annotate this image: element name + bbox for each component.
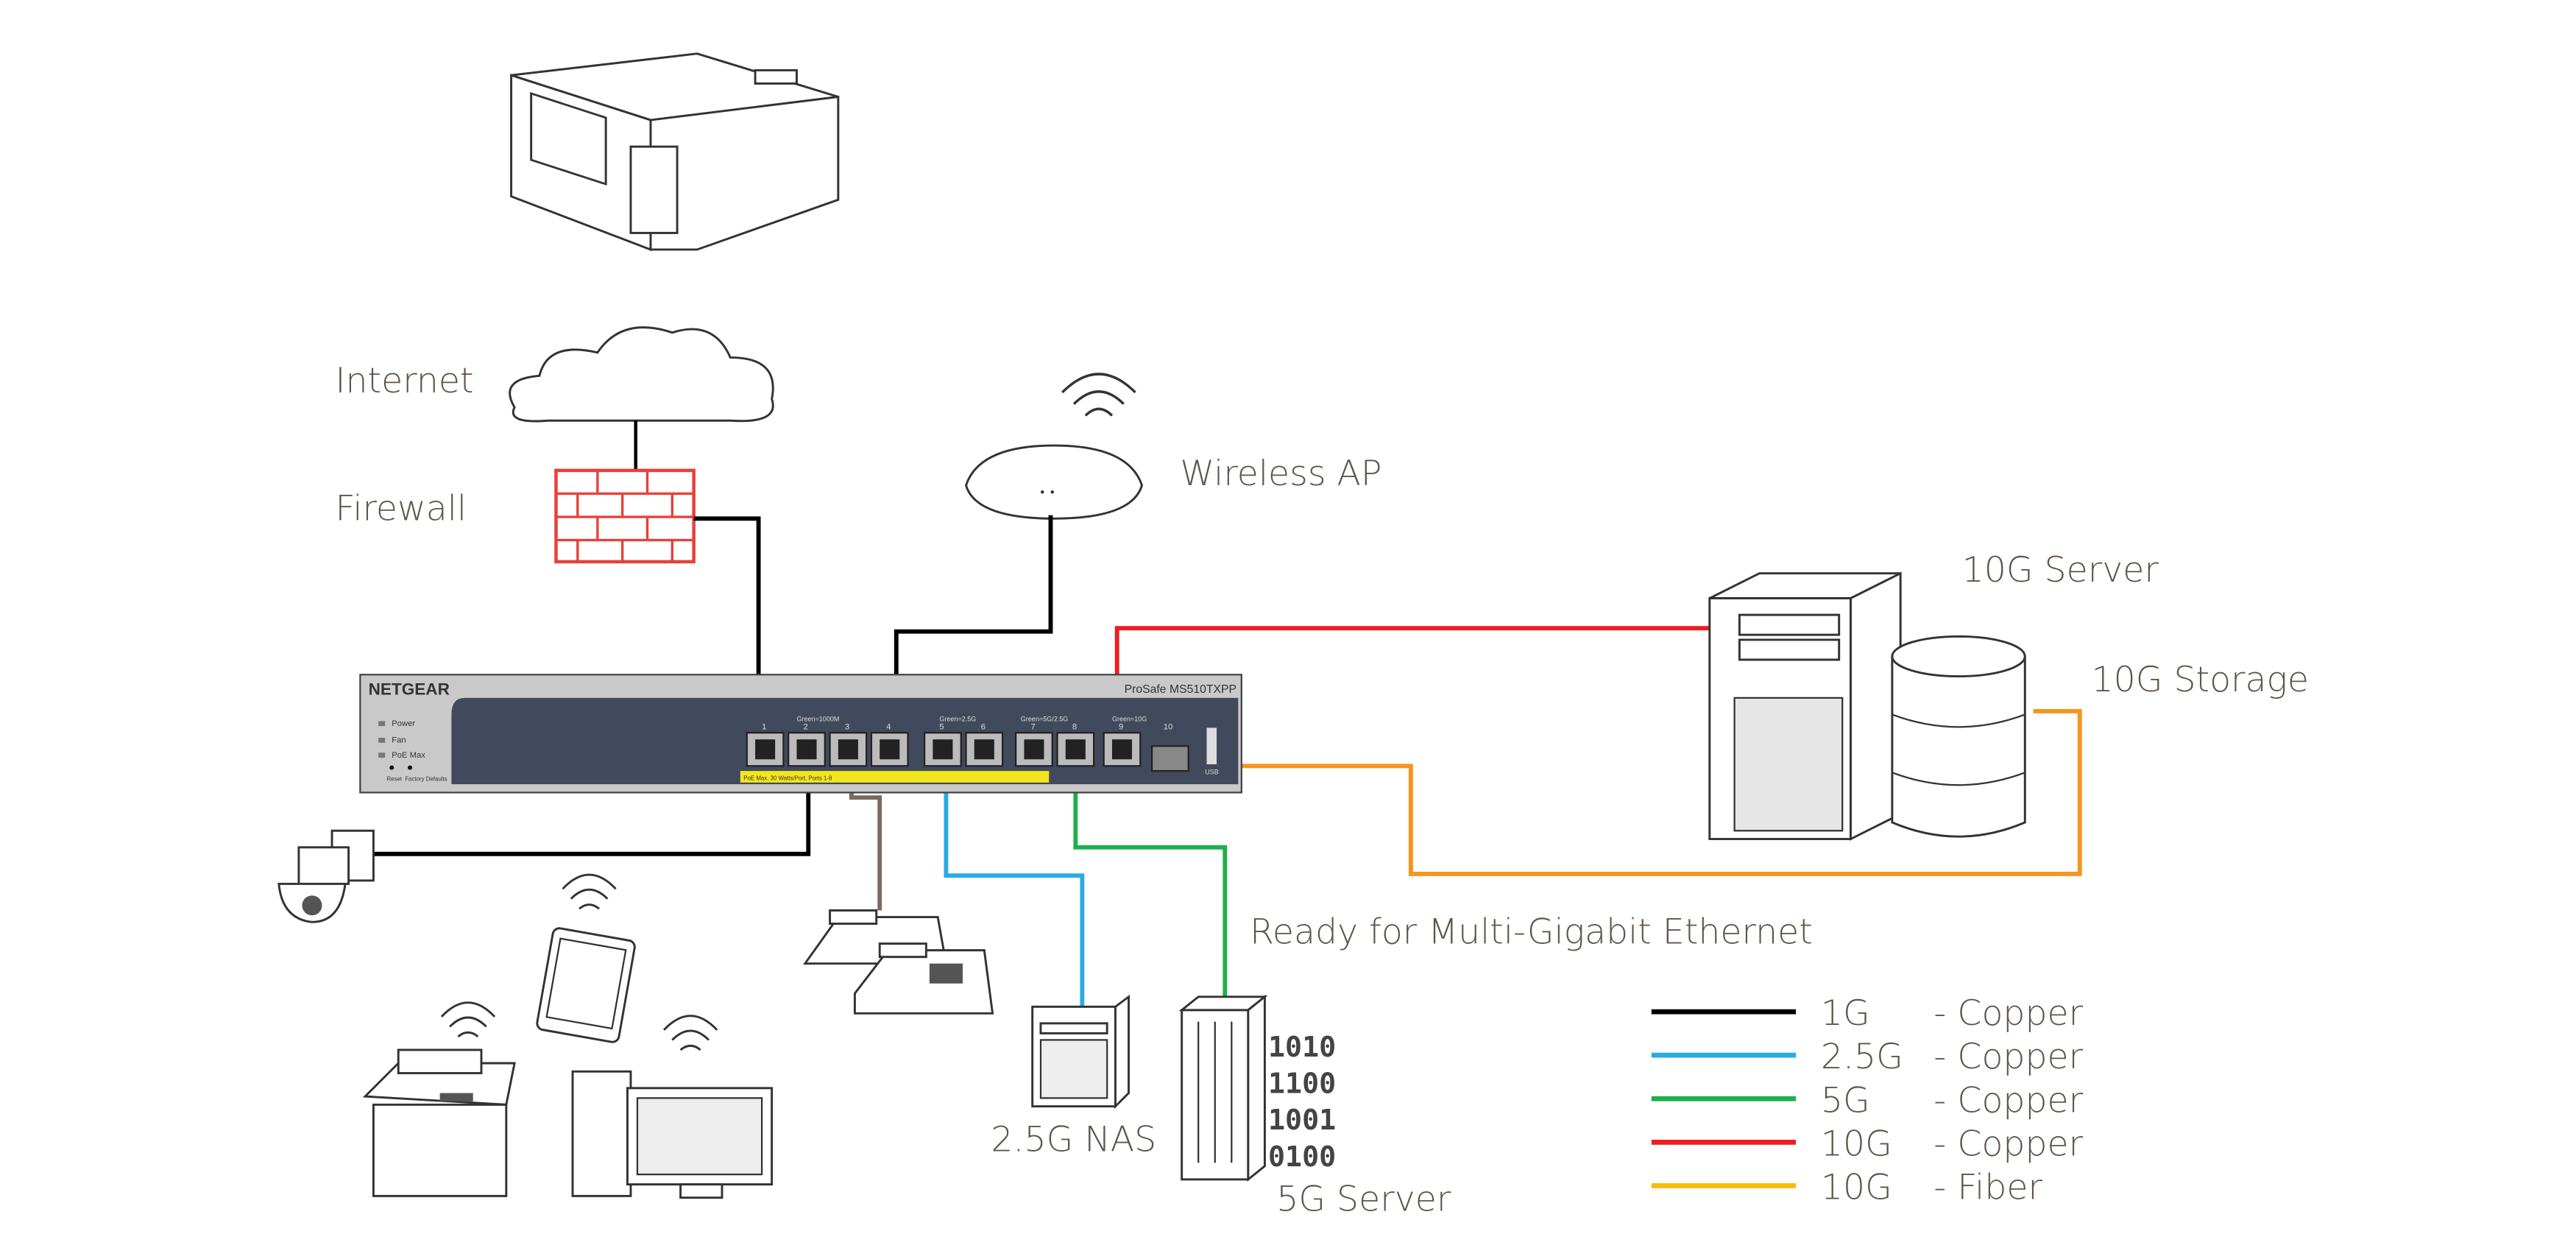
port-socket	[933, 739, 953, 760]
reset-button[interactable]	[389, 765, 394, 770]
led-power: Power	[392, 719, 415, 728]
usb-port[interactable]	[1206, 727, 1217, 765]
legend-speed: 10G	[1821, 1167, 1892, 1208]
server-5g-icon	[1178, 994, 1268, 1182]
ip-phone-icon	[802, 909, 994, 1015]
port-socket	[880, 739, 900, 760]
wireless-ap-label: Wireless AP	[1180, 454, 1381, 494]
binary-line: 1001	[1268, 1104, 1336, 1137]
nas-label: 2.5G NAS	[991, 1120, 1156, 1160]
server-5g-link	[1073, 761, 1228, 1001]
port-number: 9	[1119, 723, 1123, 732]
cloud-icon	[509, 326, 774, 423]
group-label-1: Green=1000M	[796, 715, 839, 722]
port-number: 4	[886, 723, 891, 732]
storage-fiber-link	[1173, 708, 2082, 876]
ethernet-port[interactable]	[923, 732, 962, 767]
legend-medium: - Fiber	[1933, 1167, 2042, 1208]
factory-defaults-button[interactable]	[408, 765, 412, 770]
port-number: 8	[1072, 723, 1077, 732]
port-number: 5	[939, 723, 944, 732]
port-number: 7	[1030, 723, 1035, 732]
wifi-icon	[662, 1015, 718, 1051]
multigig-label: Ready for Multi-Gigabit Ethernet	[1250, 912, 1813, 953]
port-socket	[755, 739, 776, 760]
group-label-3: Green=5G/2.5G	[1021, 715, 1068, 722]
group-label-4: Green=10G	[1112, 715, 1147, 722]
port-number: 10	[1164, 723, 1173, 732]
factory-label: Factory Defaults	[405, 776, 447, 783]
nas-icon	[1031, 994, 1130, 1110]
ethernet-port[interactable]	[965, 732, 1004, 767]
legend-speed: 10G	[1821, 1124, 1892, 1164]
legend-medium: - Copper	[1933, 993, 2083, 1034]
internet-label: Internet	[336, 361, 474, 401]
legend-speed: 5G	[1821, 1080, 1870, 1121]
port-socket	[1024, 739, 1044, 760]
led-fan: Fan	[392, 736, 406, 745]
server-10g-label: 10G Server	[1962, 550, 2159, 590]
port-socket	[974, 739, 994, 760]
switch-brand: NETGEAR	[369, 680, 450, 698]
group-label-2: Green=2.5G	[939, 715, 976, 722]
desktop-computer-icon	[571, 1070, 774, 1199]
reset-label: Reset	[386, 776, 402, 783]
legend-medium: - Copper	[1933, 1037, 2083, 1077]
legend-medium: - Copper	[1933, 1124, 2083, 1164]
legend: 1G - Copper 2.5G - Copper 5G - Copper 10G - Cop…	[1651, 993, 2084, 1208]
firewall-link	[693, 516, 761, 752]
port-number: 2	[803, 723, 807, 732]
port-socket	[838, 739, 858, 760]
firewall-icon	[554, 468, 696, 564]
port-number: 3	[845, 723, 849, 732]
wifi-icon	[440, 1001, 496, 1038]
wireless-ap-icon	[964, 444, 1144, 520]
security-camera-icon	[277, 829, 375, 923]
switch-model: ProSafe MS510TXPP	[1125, 683, 1236, 696]
binary-line: 1010	[1268, 1031, 1336, 1064]
port-number: 6	[981, 723, 986, 732]
network-switch: NETGEAR ProSafe MS510TXPP Power Fan PoE …	[359, 674, 1242, 794]
port-socket	[1065, 739, 1086, 760]
wifi-icon	[1061, 373, 1136, 417]
led-poe-max: PoE Max	[392, 751, 425, 760]
legend-speed: 1G	[1821, 993, 1870, 1034]
legend-speed: 2.5G	[1821, 1037, 1903, 1077]
port-socket	[1111, 739, 1133, 760]
tablet-icon	[536, 927, 636, 1043]
server-10g-icon	[1708, 571, 1902, 841]
wifi-icon	[562, 873, 617, 910]
building-icon	[510, 52, 840, 252]
server-5g-label: 5G Server	[1276, 1180, 1451, 1220]
binary-line: 0100	[1268, 1141, 1336, 1174]
printer-icon	[362, 1048, 516, 1197]
firewall-label: Firewall	[336, 489, 467, 529]
port-socket	[796, 739, 817, 760]
storage-10g-label: 10G Storage	[2091, 660, 2309, 700]
poe-strip-label: PoE Max. 30 Watts/Port, Ports 1-8	[743, 775, 832, 781]
legend-medium: - Copper	[1933, 1080, 2083, 1121]
nas-link	[944, 761, 1085, 1009]
sfp-port[interactable]	[1150, 745, 1189, 772]
storage-10g-icon	[1891, 635, 2026, 838]
binary-line: 1100	[1268, 1068, 1336, 1101]
port-number: 1	[762, 723, 766, 732]
usb-label: USB	[1205, 769, 1219, 776]
